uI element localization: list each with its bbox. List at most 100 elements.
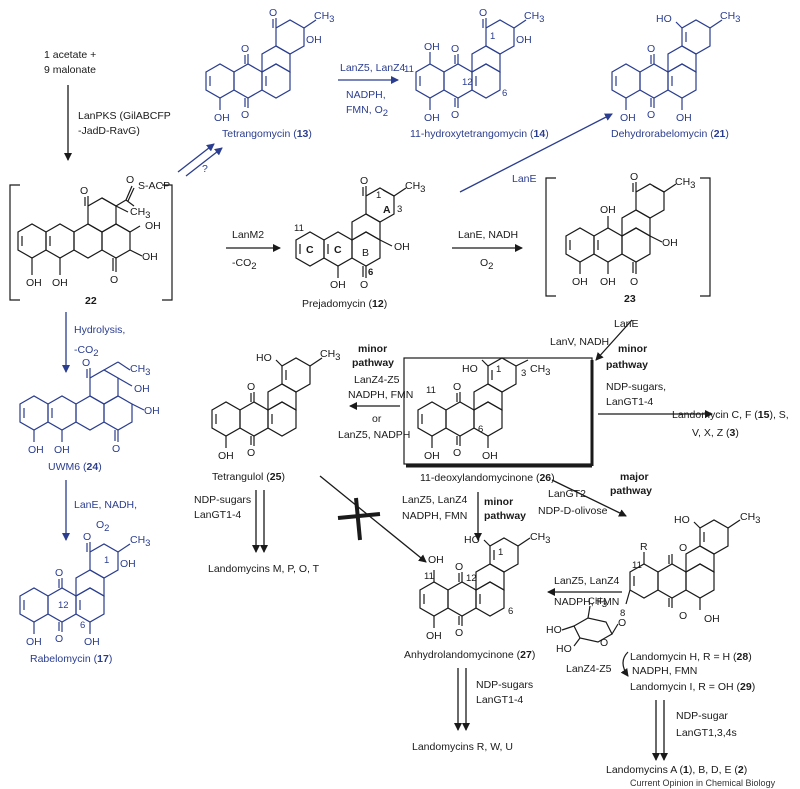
footer-caption: Current Opinion in Chemical Biology xyxy=(630,778,776,788)
svg-text:O: O xyxy=(630,171,638,183)
lane-nadh2-label: LanE, NADH, O2 xyxy=(74,499,137,534)
svg-text:11: 11 xyxy=(424,571,434,582)
compound-14-name: 11-hydroxytetrangomycin (14) xyxy=(410,128,549,140)
compound-28-name: Landomycin H, R = H (28) xyxy=(630,651,752,663)
svg-text:O: O xyxy=(451,43,459,55)
svg-text:CH3: CH3 xyxy=(130,534,150,549)
compound-12-name: Prejadomycin (12) xyxy=(302,298,387,310)
landomycins-rwu: Landomycins R, W, U xyxy=(412,741,513,753)
svg-text:O: O xyxy=(126,174,134,186)
svg-text:minor: minor xyxy=(358,343,387,355)
svg-text:O: O xyxy=(110,274,118,286)
compound-25-name: Tetrangulol (25) xyxy=(212,471,285,483)
svg-text:LanZ4-Z5: LanZ4-Z5 xyxy=(566,663,612,675)
svg-text:OH: OH xyxy=(394,241,410,253)
svg-text:O: O xyxy=(647,43,655,55)
svg-text:CH3: CH3 xyxy=(314,10,334,25)
svg-text:FMN, O2: FMN, O2 xyxy=(346,104,388,119)
svg-text:NADPH, FMN: NADPH, FMN xyxy=(348,389,413,401)
svg-text:CH3: CH3 xyxy=(130,206,150,221)
svg-text:HO: HO xyxy=(546,624,562,636)
svg-text:CH3: CH3 xyxy=(530,531,550,546)
lanv-label: LanE LanV, NADH xyxy=(550,318,639,348)
svg-text:O: O xyxy=(451,109,459,121)
svg-text:6: 6 xyxy=(508,606,513,617)
svg-text:12: 12 xyxy=(462,77,473,88)
svg-text:CH3: CH3 xyxy=(740,511,760,526)
svg-text:LanPKS (GilABCFP: LanPKS (GilABCFP xyxy=(78,110,171,122)
svg-text:-JadD-RavG): -JadD-RavG) xyxy=(78,125,140,137)
lane-top-label: LanE xyxy=(512,173,537,185)
compound-13-labels: O O O OH CH3 OH Tetrangomycin (13) xyxy=(214,7,334,140)
arrow-26-28 xyxy=(551,479,627,517)
svg-text:LanZ4-Z5: LanZ4-Z5 xyxy=(354,374,400,386)
svg-text:OH: OH xyxy=(214,112,230,124)
svg-text:NDP-D-olivose: NDP-D-olivose xyxy=(538,505,608,517)
svg-text:Hydrolysis,: Hydrolysis, xyxy=(74,324,125,336)
major-label: LanGT2 NDP-D-olivose major pathway xyxy=(538,471,652,517)
compound-26 xyxy=(417,357,529,448)
svg-text:1: 1 xyxy=(490,31,495,42)
cross-mark-b xyxy=(337,512,381,520)
svg-text:V, X, Z (3): V, X, Z (3) xyxy=(692,427,739,439)
svg-text:22: 22 xyxy=(85,295,97,307)
svg-text:LanE, NADH: LanE, NADH xyxy=(458,229,518,241)
arrow-23-26 xyxy=(595,319,633,361)
svg-text:O: O xyxy=(630,276,638,288)
arrow-12-21 xyxy=(459,113,613,193)
svg-text:LanZ5, LanZ4: LanZ5, LanZ4 xyxy=(340,62,406,74)
compound-13-name: Tetrangomycin (13) xyxy=(222,128,312,140)
svg-text:OH: OH xyxy=(600,204,616,216)
svg-text:1: 1 xyxy=(498,547,503,558)
compound-14-labels: O O O OH OH 11 12 1 6 CH3 OH 11-hydroxyt… xyxy=(404,7,549,140)
svg-text:OH: OH xyxy=(26,636,42,648)
compound-23 xyxy=(545,177,711,297)
svg-text:pathway: pathway xyxy=(352,357,394,369)
svg-text:OH: OH xyxy=(84,636,100,648)
compound-12 xyxy=(295,186,407,278)
svg-text:CH3: CH3 xyxy=(720,10,740,25)
step-28-27-label: LanZ5, LanZ4 NADPH, FMN xyxy=(554,575,620,608)
svg-text:OH: OH xyxy=(144,405,160,417)
svg-text:O2: O2 xyxy=(480,257,493,272)
svg-text:O: O xyxy=(453,381,461,393)
compound-12-labels: O 1 3 CH3 A B C C 11 6 OH OH O Prejadomy… xyxy=(294,175,425,310)
svg-text:OH: OH xyxy=(424,41,440,53)
c29-step-label: LanZ4-Z5 NADPH, FMN xyxy=(566,663,697,677)
start-substrates: 1 acetate + 9 malonate xyxy=(44,49,96,76)
svg-text:B: B xyxy=(362,247,369,259)
svg-text:OH: OH xyxy=(516,34,532,46)
svg-text:O: O xyxy=(241,43,249,55)
compound-21-name: Dehydrorabelomycin (21) xyxy=(611,128,729,140)
svg-text:S-ACP: S-ACP xyxy=(138,180,170,192)
svg-text:OH: OH xyxy=(424,450,440,462)
svg-text:O: O xyxy=(55,567,63,579)
svg-text:CH3: CH3 xyxy=(130,363,150,378)
svg-text:LanGT1-4: LanGT1-4 xyxy=(606,396,653,408)
landomycins-mpot: Landomycins M, P, O, T xyxy=(208,563,320,575)
svg-text:OH: OH xyxy=(26,277,42,289)
svg-text:OH: OH xyxy=(428,554,444,566)
cross-mark-a xyxy=(354,497,362,541)
compound-17 xyxy=(19,542,131,634)
compound-28 xyxy=(561,519,741,647)
lanm2-label: LanM2 -CO2 xyxy=(232,229,264,272)
minor-right-label: minor pathway NDP-sugars, LanGT1-4 xyxy=(606,343,666,408)
compound-23-labels: O OH CH3 OH OH OH O 23 xyxy=(572,171,695,305)
svg-text:NDP-sugar: NDP-sugar xyxy=(676,710,728,722)
svg-text:O: O xyxy=(112,443,120,455)
question-mark: ? xyxy=(202,163,208,175)
svg-text:C: C xyxy=(306,244,314,256)
compound-22-labels: O S-ACP O CH3 OH OH O OH OH 22 xyxy=(26,174,170,307)
compound-13 xyxy=(205,18,317,110)
minor-left-label: minor pathway LanZ4-Z5 NADPH, FMN or Lan… xyxy=(338,343,413,441)
arrow-25-27-blocked xyxy=(319,475,427,563)
svg-text:minor: minor xyxy=(618,343,647,355)
svg-text:NDP-sugars,: NDP-sugars, xyxy=(606,381,666,393)
svg-text:1: 1 xyxy=(376,190,381,201)
svg-text:LanM2: LanM2 xyxy=(232,229,264,241)
minor-mid-label: LanZ5, LanZ4 NADPH, FMN minor pathway xyxy=(402,494,526,522)
svg-text:OH: OH xyxy=(134,383,150,395)
compound-26-name: 11-deoxylandomycinone (26) xyxy=(420,472,555,484)
landomycin-cf: Landomycin C, F (15), S, V, X, Z (3) xyxy=(672,409,789,439)
